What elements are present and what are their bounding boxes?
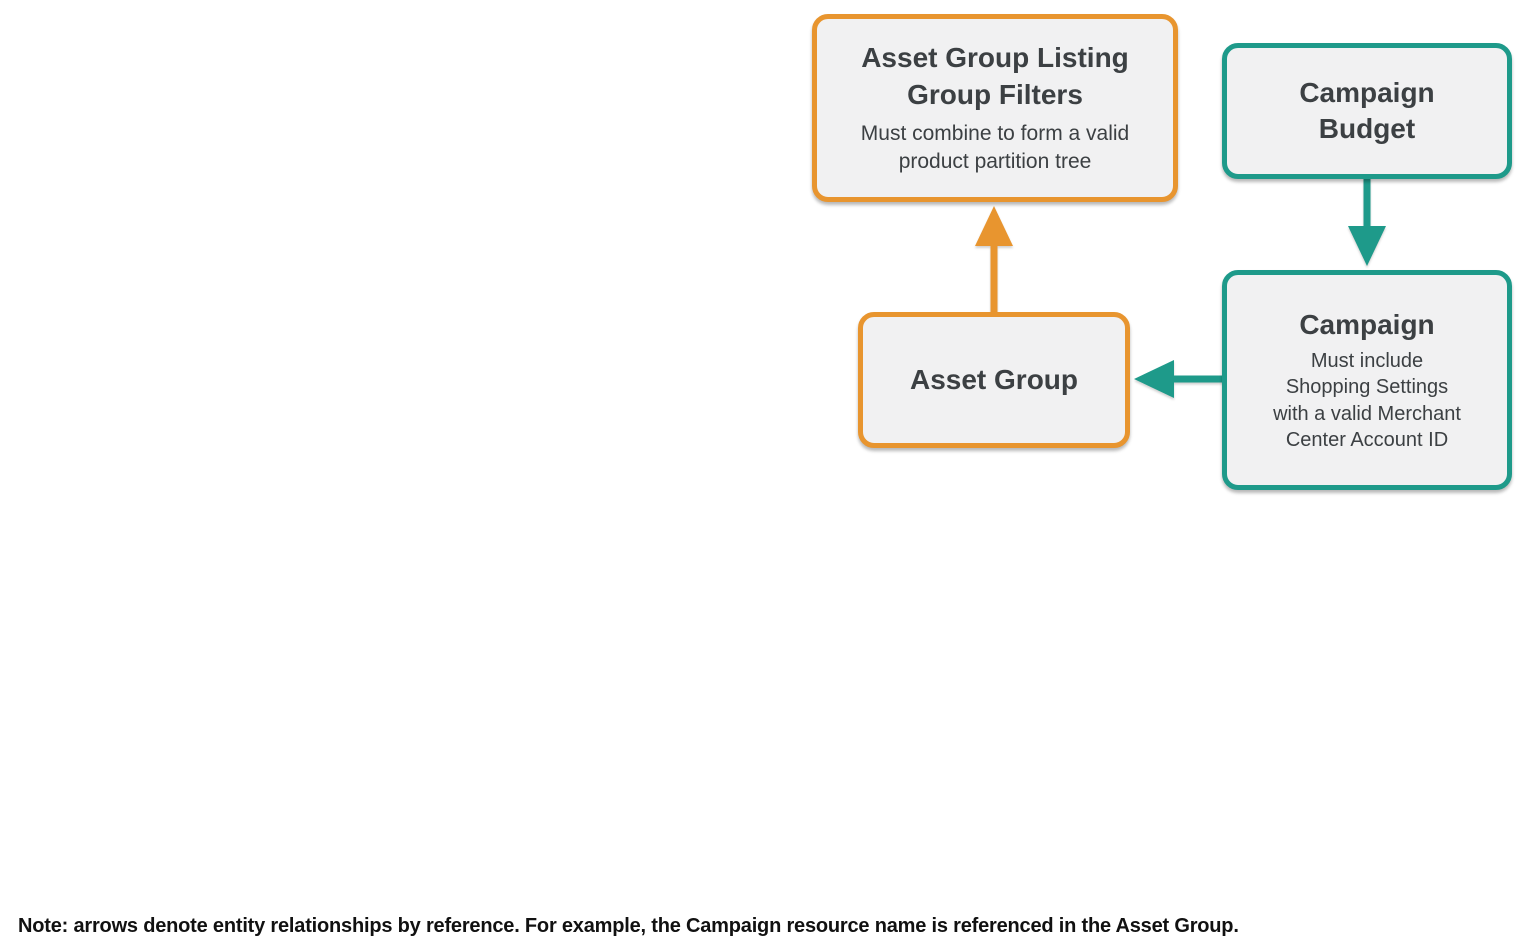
- node-title: Asset Group Listing Group Filters: [861, 42, 1129, 110]
- node-subtitle: Must include Shopping Settings with a va…: [1273, 349, 1461, 452]
- arrow-asset-group-to-listing-filters: [975, 206, 1013, 314]
- node-asset-group-listing-group-filters: Asset Group Listing Group Filters Must c…: [812, 14, 1178, 202]
- node-title: Asset Group: [909, 363, 1079, 395]
- arrow-campaign-to-asset-group: [1134, 360, 1224, 398]
- node-title: Campaign: [1299, 308, 1435, 340]
- node-subtitle: Must combine to form a valid product par…: [860, 122, 1130, 173]
- node-campaign: Campaign Must include Shopping Settings …: [1222, 270, 1512, 490]
- arrow-campaign-budget-to-campaign: [1348, 177, 1386, 266]
- node-title: Campaign Budget: [1299, 76, 1435, 144]
- node-campaign-budget: Campaign Budget: [1222, 43, 1512, 179]
- node-asset-group: Asset Group: [858, 312, 1130, 448]
- footnote: Note: arrows denote entity relationships…: [18, 915, 1239, 937]
